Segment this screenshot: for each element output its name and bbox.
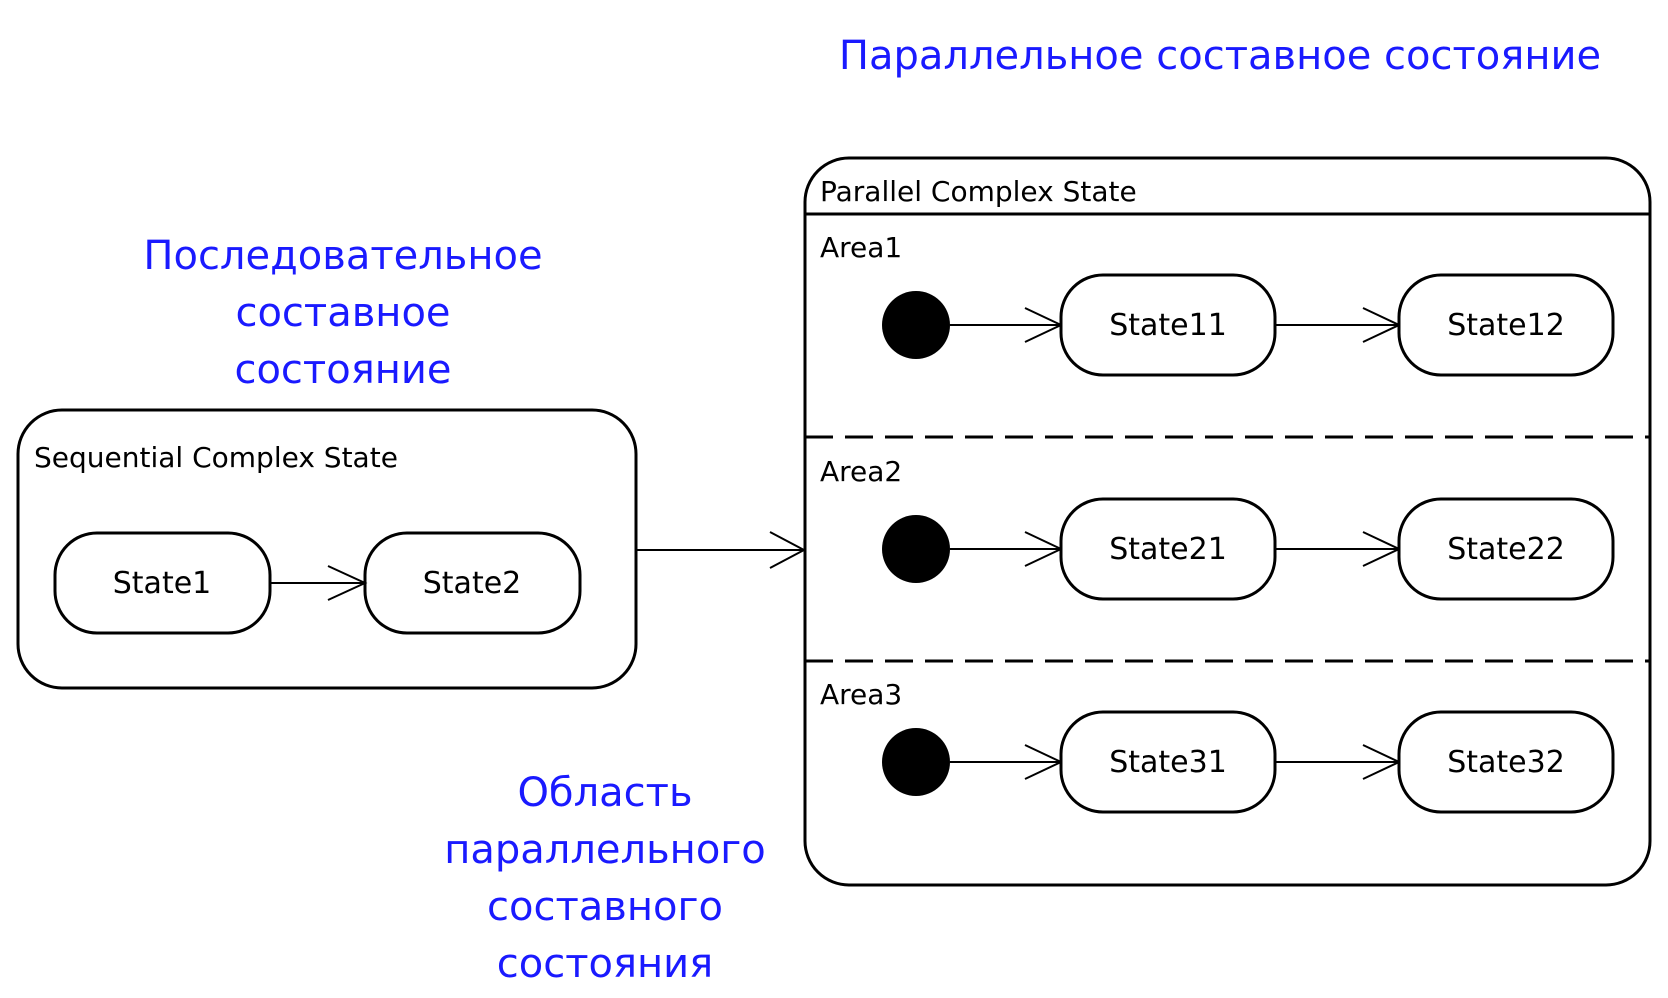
- caption-area-line-1: Область: [517, 770, 693, 816]
- transition-arrow-sequential-parallel: [636, 531, 807, 569]
- area-label-area1: Area1: [820, 231, 902, 264]
- state-label-state32: State32: [1447, 745, 1565, 780]
- area-label-area3: Area3: [820, 678, 902, 711]
- caption-sequential-line-2: составное: [235, 290, 451, 336]
- caption-sequential-line-1: Последовательное: [143, 233, 543, 279]
- transition-arrow-state1-state2: [270, 565, 368, 601]
- caption-area-line-2: параллельного: [444, 827, 766, 873]
- state-box-state12: [1397, 273, 1615, 377]
- caption-sequential-line-3: состояние: [234, 347, 452, 393]
- state-label-state12: State12: [1447, 308, 1565, 343]
- caption-parallel-title: Параллельное составное состояние: [838, 33, 1602, 79]
- initial-state-area1: [882, 291, 950, 359]
- state-box-state22: [1397, 497, 1615, 601]
- sequential-state-name: Sequential Complex State: [34, 441, 398, 474]
- state-label-state1: State1: [113, 566, 212, 601]
- state-label-state31: State31: [1109, 745, 1227, 780]
- caption-area-line-4: состояния: [496, 941, 714, 987]
- state-label-state22: State22: [1447, 532, 1565, 567]
- initial-state-area2: [882, 515, 950, 583]
- state-label-state11: State11: [1109, 308, 1227, 343]
- caption-area-line-3: составного: [487, 884, 723, 930]
- caption-sequential-state: Последовательное составное состояние: [93, 228, 593, 399]
- state-box-state32: [1397, 710, 1615, 814]
- caption-parallel-state: Параллельное составное состояние: [780, 26, 1660, 86]
- area-label-area2: Area2: [820, 455, 902, 488]
- caption-area: Область параллельного составного состоян…: [405, 765, 805, 993]
- initial-state-area3: [882, 728, 950, 796]
- state-label-state21: State21: [1109, 532, 1227, 567]
- parallel-state-name: Parallel Complex State: [820, 175, 1137, 208]
- state-label-state2: State2: [423, 566, 522, 601]
